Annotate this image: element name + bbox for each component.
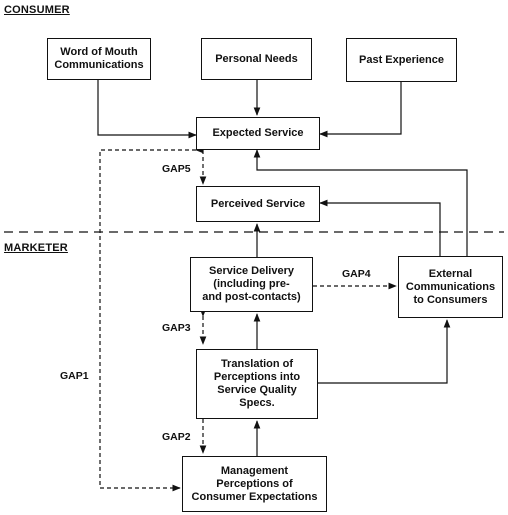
gap2-label: GAP2 xyxy=(162,431,191,443)
arrow-past-experience-to-expected xyxy=(319,81,402,138)
management-box: Management Perceptions of Consumer Expec… xyxy=(182,456,327,512)
translation-box: Translation of Perceptions into Service … xyxy=(196,349,318,419)
arrow-external-to-perceived xyxy=(319,199,441,256)
external-communications-box: External Communications to Consumers xyxy=(398,256,503,318)
gap5-label: GAP5 xyxy=(162,163,191,175)
gap4-label: GAP4 xyxy=(342,268,371,280)
expected-service-box: Expected Service xyxy=(196,117,320,150)
gap1-label: GAP1 xyxy=(60,370,89,382)
arrow-translation-to-external xyxy=(318,319,451,384)
past-experience-box: Past Experience xyxy=(346,38,457,82)
perceived-service-box: Perceived Service xyxy=(196,186,320,222)
gap3-label: GAP3 xyxy=(162,322,191,334)
service-delivery-box: Service Delivery (including pre- and pos… xyxy=(190,257,313,312)
word-of-mouth-box: Word of Mouth Communications xyxy=(47,38,151,80)
arrow-external-to-expected xyxy=(253,149,468,256)
consumer-heading: CONSUMER xyxy=(4,4,70,16)
marketer-heading: MARKETER xyxy=(4,242,68,254)
personal-needs-box: Personal Needs xyxy=(201,38,312,80)
arrow-word-of-mouth-to-expected xyxy=(97,79,197,139)
